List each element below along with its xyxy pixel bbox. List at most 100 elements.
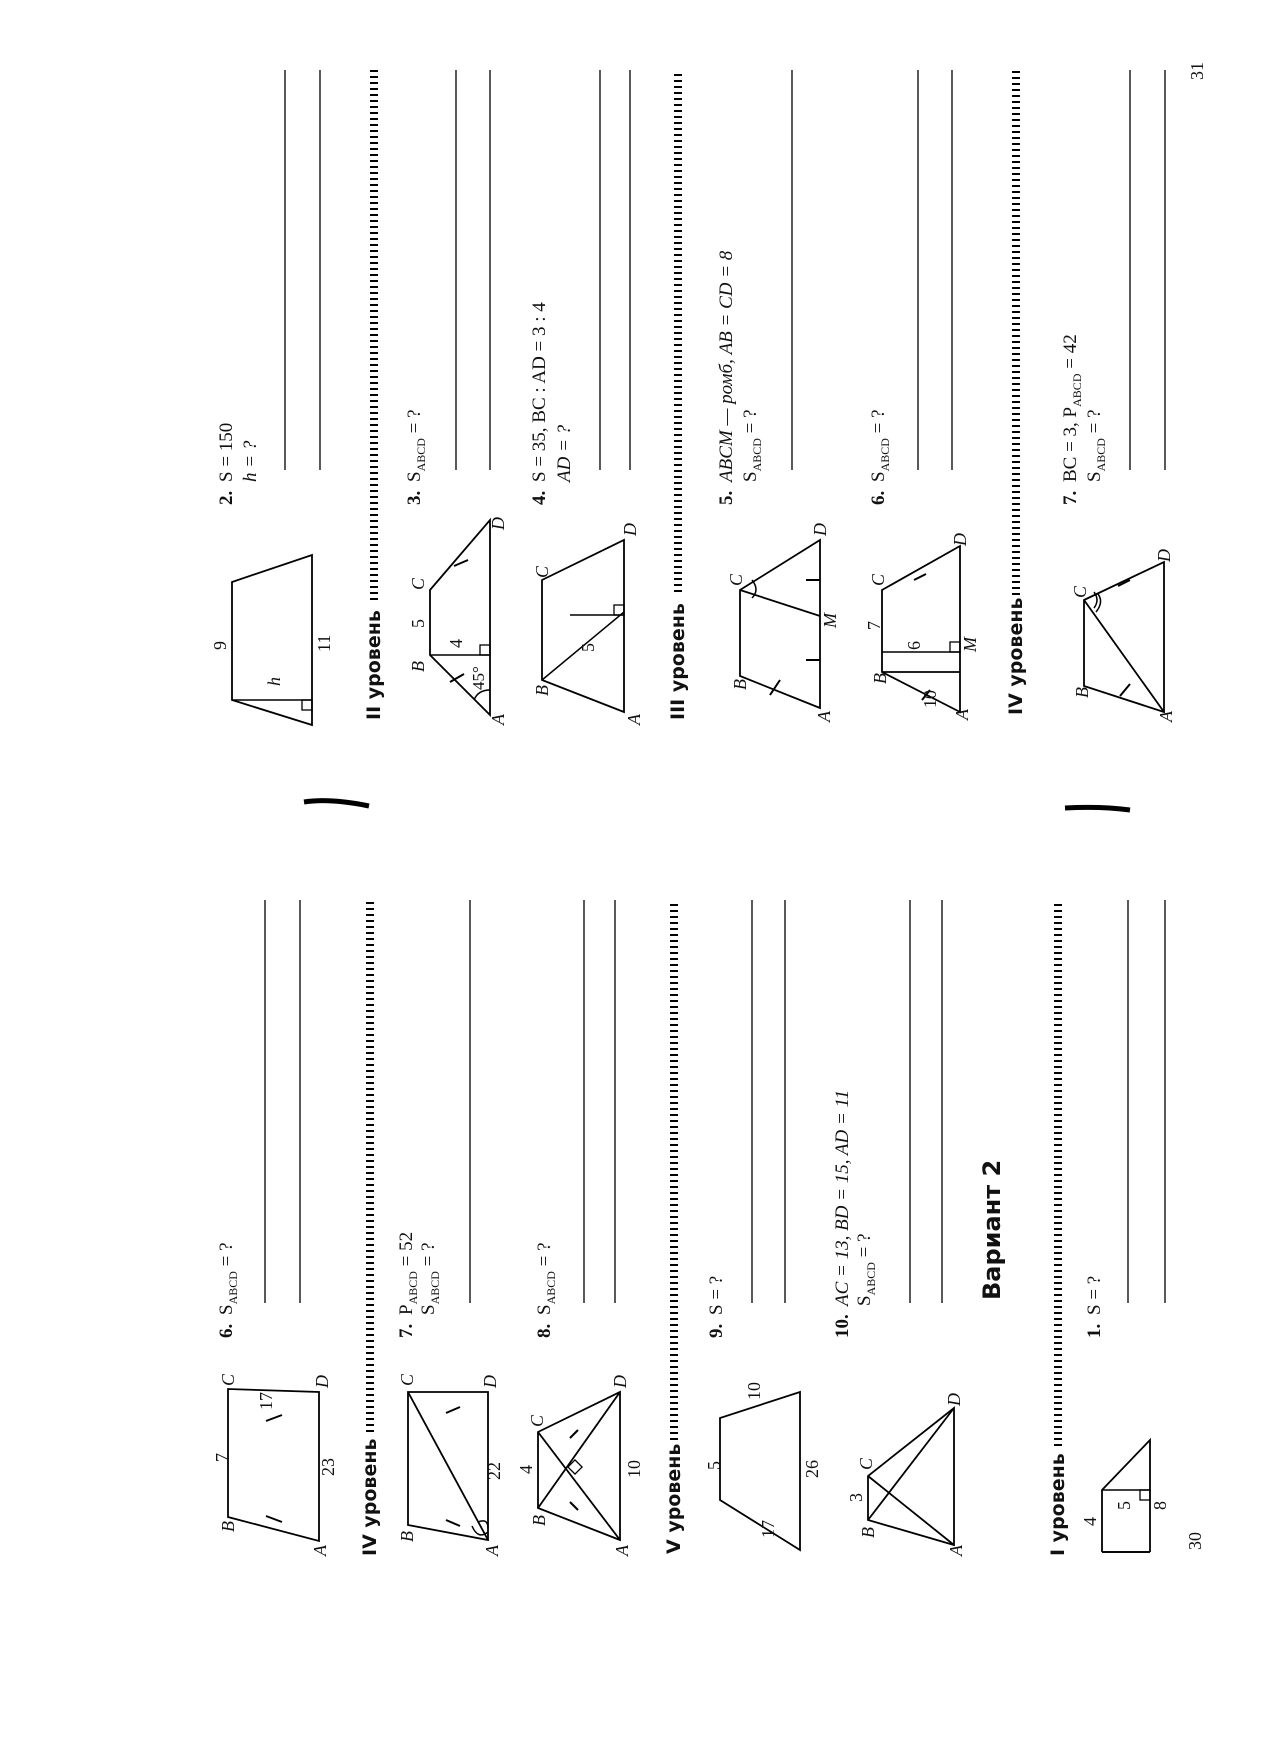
v1p8-label-D: D [610,1375,630,1389]
v1p9-label-top: 5 [704,1461,724,1470]
v2p2-number: 2. [216,491,237,505]
v2p3-trapezoid [429,517,491,718]
v1p7-line1: PABCD = 52 [396,1232,420,1315]
v2p5-trapezoid [739,538,821,710]
v2-level-I-label: I уровень [1047,1453,1069,1556]
v2p2-line2: h = ? [240,440,261,482]
v2p5-tick [769,679,781,696]
v2p6-number: 6. [868,491,889,505]
v2p7-line2: SABCD = ? [1084,409,1108,482]
v1p9-label-right: 10 [744,1382,764,1400]
spine-mark-bottom [1064,804,1131,813]
v1p9-trapezoid [719,1390,801,1552]
v1p6-tick [265,1414,283,1422]
v2p7-diagonal [1083,599,1165,713]
v1p8-diagonal [537,1431,621,1541]
v1p6-label-C: C [218,1373,238,1386]
v2p3-label-A: A [488,713,508,726]
v2p6-right-angle [949,641,961,653]
v2p3-tick [453,559,469,567]
v1p10-label-A: A [946,1544,966,1557]
v1p8-number: 8. [534,1324,555,1338]
v1p10-label-B: B [858,1527,878,1538]
v2p2-label-top: 9 [210,641,230,650]
v2p5-label-A: A [814,710,834,723]
v2p2-label-h: h [264,677,284,686]
v2-problem-7: B C A D 7. BC = 3, PABCD = 42 SABCD = ? [1060,70,1176,723]
v1p7-label-D: D [480,1375,500,1389]
v2-problem-3: B C A D 5 4 45° 3. SABCD = ? [404,70,508,726]
v2p5-number: 5. [716,491,737,505]
v1-problem-8: C B A D 4 10 8. SABCD = ? [516,900,644,1557]
v1p10-diagonal [867,1407,955,1521]
v2-problem-5: B C A D M 5. ABCM — ромб, AB = CD = 8 SA… [716,70,840,723]
v1p6-label-cd: 17 [256,1392,276,1410]
v1p9-number: 9. [706,1324,727,1338]
v1-problem-9: 5 17 10 26 9. S = ? [704,900,822,1552]
v1p6-tick [265,1515,283,1523]
v2-level-IV-header: IV уровень [1005,70,1027,715]
v1p8-diagonal [537,1391,621,1509]
spine-mark-top [303,798,370,809]
v1-problem-10: C B A D 3 10. AC = 13, BD = 15, AD = 11 … [832,900,966,1557]
v1p7-tick [445,1406,461,1414]
v2-problem-6: B C A D M 7 6 10 6. SABCD = ? [864,70,980,721]
v2p6-label-B: B [870,673,890,684]
v2p5-label-M: M [820,612,840,629]
v1p6-trapezoid [227,1388,320,1543]
v2p2-right-angle [301,699,313,711]
v2p6-tick [913,573,927,581]
v2-level-IV-label: IV уровень [1005,598,1027,715]
v1p7-angle-arc [471,1525,489,1536]
v2p1-label-top: 4 [1080,1517,1100,1526]
v1-level-IV-label: IV уровень [359,1439,381,1556]
v2p4-number: 4. [529,491,550,505]
v1p7-number: 7. [396,1324,417,1338]
v1p7-angle-arc [477,1520,489,1529]
v2p6-tick [921,689,931,701]
v2p4-label-B: B [532,685,552,696]
v1p9-label-left: 17 [758,1520,778,1538]
v2p3-angle-arc [473,689,491,701]
v1-level-V-header: V уровень [663,900,685,1554]
v2p5-label-D: D [810,523,830,537]
v1p7-label-ad: 22 [484,1462,504,1480]
v2-level-II-header: II уровень [363,70,385,720]
v2p1-label-h: 5 [1114,1501,1134,1510]
v1p7-label-C: C [397,1373,417,1386]
v1p10-diagonal [867,1475,955,1546]
v1p7-diagonal [407,1391,489,1541]
v2p5-line2: SABCD = ? [740,409,764,482]
v1p6-label-bc: 7 [212,1453,232,1462]
v2p7-line1: BC = 3, PABCD = 42 [1060,334,1084,482]
v1p8-trapezoid [537,1390,621,1542]
v2p4-trapezoid [541,538,625,714]
v2p7-label-B: B [1072,687,1092,698]
variant-title: Вариант 2 [978,1160,1006,1300]
v2p7-trapezoid [1083,560,1165,714]
v2p6-label-ab: 10 [920,690,940,708]
v1p6-label-ad: 23 [318,1458,338,1476]
v1p8-question: SABCD = ? [534,1242,558,1315]
v2p2-label-bottom: 11 [314,635,334,652]
v2p6-label-A: A [952,708,972,721]
v2p3-label-D: D [488,517,508,531]
v2p3-label-bc: 5 [408,619,428,628]
v2p4-line1: S = 35, BC : AD = 3 : 4 [529,302,550,482]
v2p5-label-B: B [730,679,750,690]
v2p1-trapezoid [1101,1437,1151,1552]
v1p9-label-bottom: 26 [802,1460,822,1478]
v1-level-V-label: V уровень [663,1444,685,1554]
v2p3-label-C: C [408,577,428,590]
v1p10-trapezoid [867,1406,955,1547]
v1p6-label-A: A [310,1544,330,1557]
v2p6-label-M: M [960,636,980,653]
v1p8-label-bc: 4 [516,1465,536,1474]
v2p7-label-C: C [1070,585,1090,598]
v2p7-angle-arc [1095,593,1102,613]
v2-level-II-label: II уровень [363,610,385,720]
v2-level-III-label: III уровень [667,603,689,720]
v2p2-line1: S = 150 [216,423,237,482]
